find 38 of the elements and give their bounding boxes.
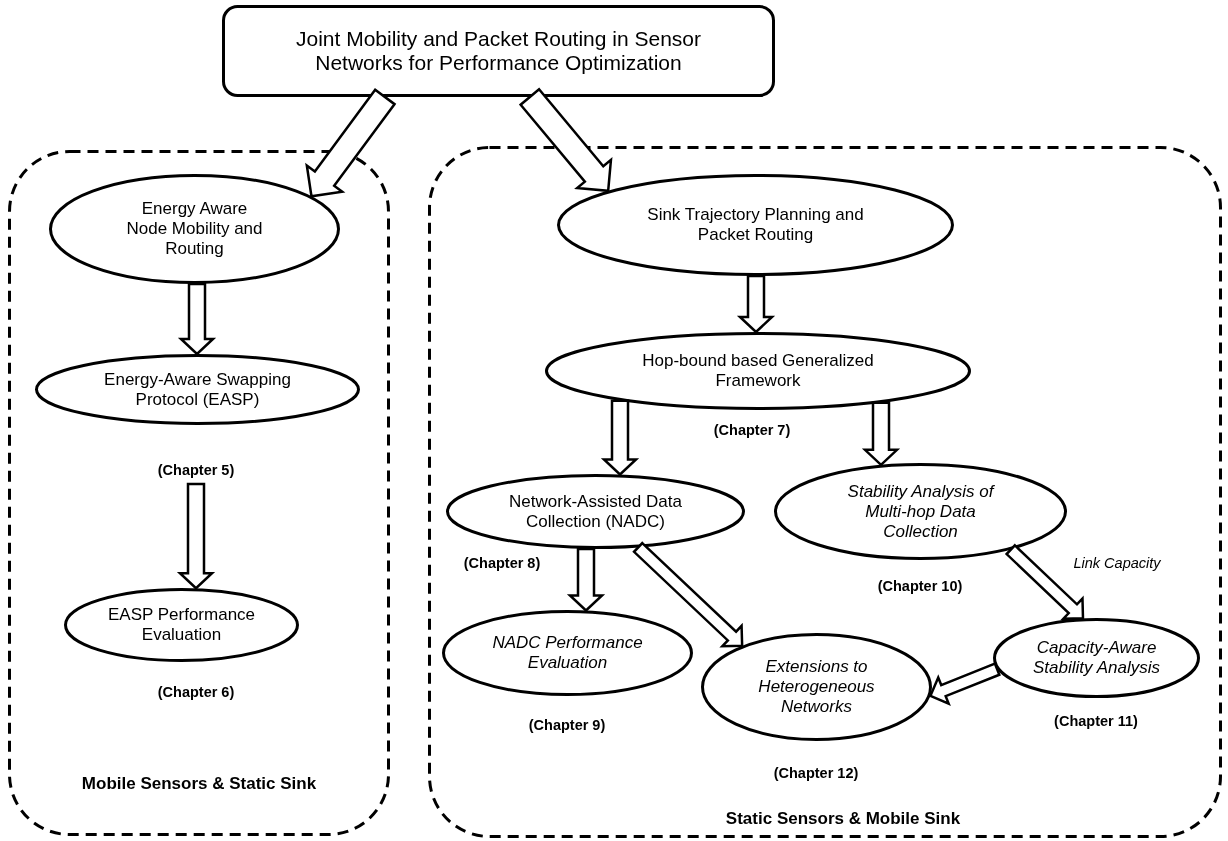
node-label: Energy-Aware Swapping Protocol (EASP)	[103, 369, 292, 410]
chapter-label: (Chapter 11)	[1054, 713, 1138, 729]
group-title: Mobile Sensors & Static Sink	[81, 774, 317, 794]
node-label: Sink Trajectory Planning and Packet Routing	[646, 205, 865, 245]
node-label: Stability Analysis of Multi-hop Data Collection	[846, 481, 996, 542]
chapter-label: (Chapter 6)	[157, 684, 235, 700]
block-arrow	[632, 541, 744, 648]
block-arrow	[305, 88, 397, 198]
node-label: EASP Performance Evaluation	[106, 605, 257, 645]
block-arrow	[1004, 543, 1085, 621]
chapter-label: (Chapter 8)	[463, 555, 541, 571]
chapter-label: (Chapter 9)	[528, 717, 606, 733]
chapter-label: (Chapter 12)	[773, 765, 859, 781]
block-arrow	[177, 282, 217, 356]
chapter-label: (Chapter 5)	[157, 462, 235, 478]
block-arrow	[861, 401, 901, 467]
process-ellipse	[557, 174, 954, 276]
block-arrow	[600, 399, 640, 477]
node-label: Capacity-Aware Stability Analysis	[1032, 638, 1161, 678]
chapter-label: (Chapter 10)	[877, 578, 963, 594]
block-arrow	[736, 274, 776, 334]
group-title: Static Sensors & Mobile Sink	[725, 809, 961, 829]
node-label: Network-Assisted Data Collection (NADC)	[508, 491, 683, 532]
node-label: Hop-bound based Generalized Framework	[641, 351, 875, 391]
node-label: Extensions to Heterogeneous Networks	[757, 657, 876, 717]
group-container	[8, 150, 390, 836]
edge-label: Link Capacity	[1071, 555, 1163, 571]
chapter-label: (Chapter 7)	[713, 422, 791, 438]
block-arrow	[176, 482, 216, 590]
block-arrow	[518, 87, 613, 193]
title-box	[222, 5, 775, 97]
block-arrow	[928, 661, 1001, 706]
node-label: NADC Performance Evaluation	[491, 633, 644, 673]
node-label: Joint Mobility and Packet Routing in Sensor Networks for Performance Optimization	[294, 27, 703, 75]
node-label: Energy Aware Node Mobility and Routing	[125, 199, 264, 259]
process-ellipse	[49, 174, 340, 284]
group-container	[428, 146, 1222, 838]
block-arrow	[566, 547, 606, 613]
